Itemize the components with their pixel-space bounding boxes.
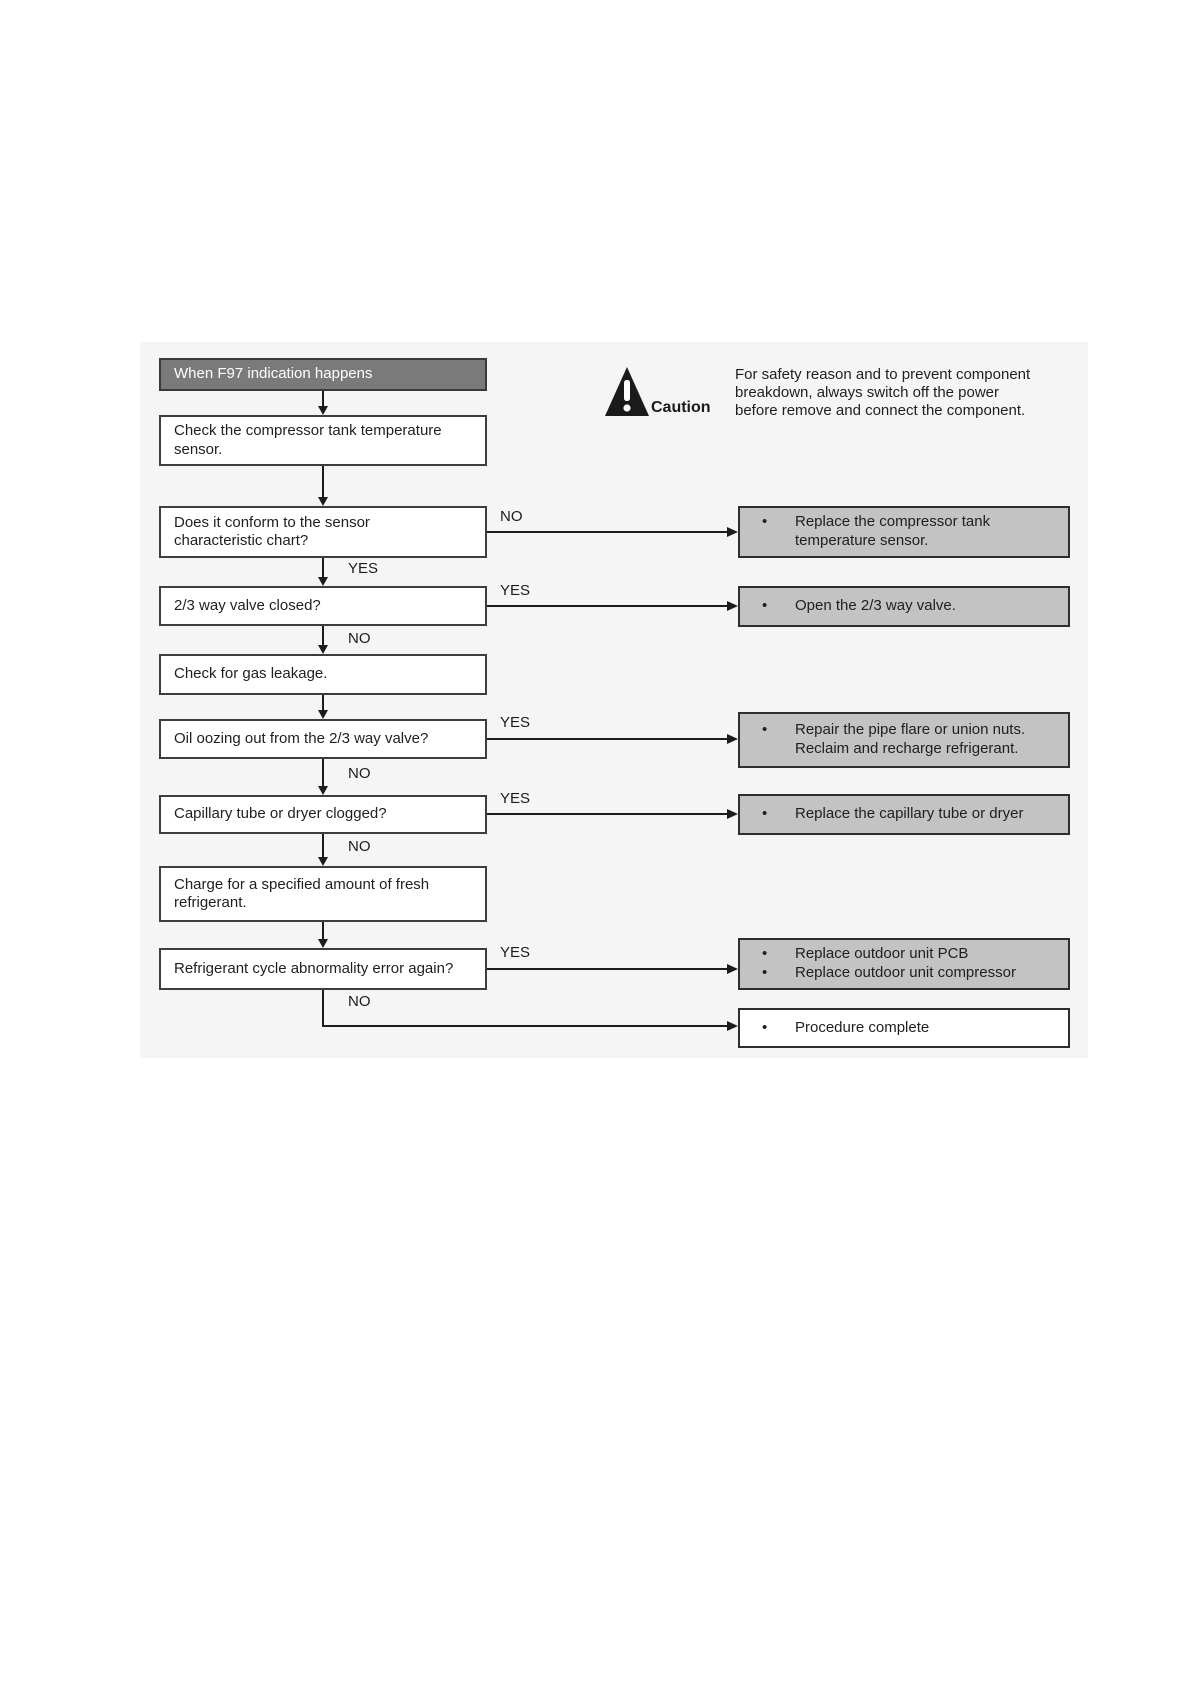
arrow-down-icon — [318, 710, 328, 719]
flow-connector — [322, 391, 324, 407]
branch-label-no: NO — [348, 838, 371, 855]
arrow-down-icon — [318, 786, 328, 795]
flow-connector-no-branch — [322, 990, 324, 1027]
branch-label-no: NO — [348, 630, 371, 647]
flow-connector-no-branch — [322, 1025, 727, 1027]
bullet-icon: • — [762, 805, 768, 823]
branch-label-yes: YES — [500, 790, 531, 807]
flow-step-error-again: Refrigerant cycle abnormality error agai… — [159, 948, 487, 990]
action-text: Procedure complete — [795, 1018, 930, 1036]
arrow-right-icon — [727, 734, 738, 744]
flow-connector — [322, 922, 324, 940]
arrow-down-icon — [318, 577, 328, 586]
flow-branch-yes — [487, 968, 727, 970]
bullet-icon: • — [762, 945, 768, 963]
bullet-icon: • — [762, 597, 768, 615]
action-replace-pcb-compressor: • Replace outdoor unit PCB • Replace out… — [738, 938, 1070, 990]
bullet-icon: • — [762, 1018, 768, 1036]
flow-branch-yes — [487, 738, 727, 740]
caution-text: For safety reason and to prevent compone… — [735, 366, 1031, 419]
action-text: Replace the capillary tube or dryer — [795, 805, 1024, 823]
flow-step-conform-chart: Does it conform to the sensor characteri… — [159, 506, 487, 558]
bullet-icon: • — [762, 721, 768, 739]
arrow-right-icon — [727, 527, 738, 537]
flow-branch-yes — [487, 813, 727, 815]
flow-connector — [322, 466, 324, 498]
branch-label-no: NO — [348, 765, 371, 782]
action-replace-capillary: • Replace the capillary tube or dryer — [738, 794, 1070, 835]
action-text: Repair the pipe flare or union nuts. Rec… — [795, 721, 1026, 757]
arrow-down-icon — [318, 939, 328, 948]
branch-label-no: NO — [500, 508, 523, 525]
flow-step-check-sensor: Check the compressor tank temperature se… — [159, 415, 487, 466]
flow-connector — [322, 558, 324, 578]
flow-step-charge-refrigerant: Charge for a specified amount of fresh r… — [159, 866, 487, 922]
warning-triangle-icon — [604, 366, 650, 423]
arrow-down-icon — [318, 406, 328, 415]
arrow-down-icon — [318, 645, 328, 654]
flow-connector — [322, 834, 324, 858]
flow-branch-no — [487, 531, 727, 533]
bullet-icon: • — [762, 964, 768, 981]
branch-label-yes: YES — [500, 944, 531, 961]
arrow-right-icon — [727, 964, 738, 974]
arrow-right-icon — [727, 1021, 738, 1031]
flow-connector — [322, 626, 324, 646]
action-replace-sensor: • Replace the compressor tank temperatur… — [738, 506, 1070, 558]
action-open-valve: • Open the 2/3 way valve. — [738, 586, 1070, 627]
flow-connector — [322, 759, 324, 787]
action-text: Replace outdoor unit PCB — [795, 945, 969, 963]
branch-label-yes: YES — [500, 582, 531, 599]
flow-step-gas-leakage: Check for gas leakage. — [159, 654, 487, 695]
action-repair-flare: • Repair the pipe flare or union nuts. R… — [738, 712, 1070, 768]
branch-label-yes: YES — [348, 560, 379, 577]
branch-label-no: NO — [348, 993, 371, 1010]
arrow-down-icon — [318, 497, 328, 506]
flow-step-capillary-clogged: Capillary tube or dryer clogged? — [159, 795, 487, 834]
flow-step-oil-oozing: Oil oozing out from the 2/3 way valve? — [159, 719, 487, 759]
flow-title-box: When F97 indication happens — [159, 358, 487, 391]
arrow-right-icon — [727, 809, 738, 819]
action-text: Replace the compressor tank temperature … — [795, 513, 991, 549]
flow-branch-yes — [487, 605, 727, 607]
arrow-down-icon — [318, 857, 328, 866]
flow-step-valve-closed: 2/3 way valve closed? — [159, 586, 487, 626]
branch-label-yes: YES — [500, 714, 531, 731]
arrow-right-icon — [727, 601, 738, 611]
bullet-icon: • — [762, 513, 768, 531]
action-procedure-complete: • Procedure complete — [738, 1008, 1070, 1048]
action-text: Replace outdoor unit compressor — [795, 964, 1016, 981]
caution-label: Caution — [651, 399, 711, 416]
action-text: Open the 2/3 way valve. — [795, 597, 956, 615]
flow-connector — [322, 695, 324, 711]
